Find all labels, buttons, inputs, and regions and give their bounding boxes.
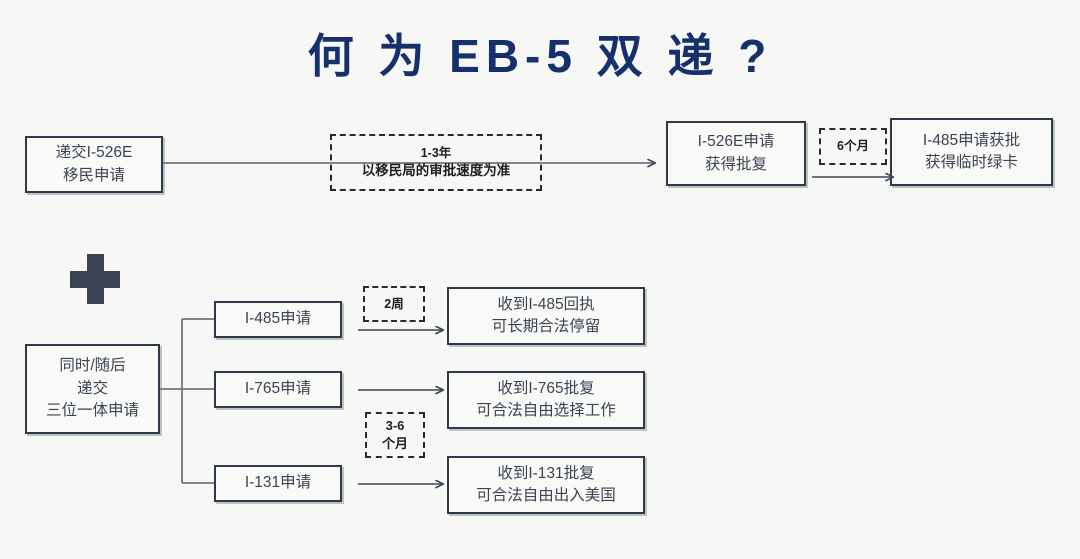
box-line-2: 递交 [76, 379, 108, 397]
note-line-2: 以移民局的审批速度为准 [361, 162, 511, 178]
box-line-1: 收到I-131批复 [497, 464, 595, 482]
plus-vertical-bar [87, 254, 104, 304]
note-processing-duration: 1-3年 以移民局的审批速度为准 [330, 134, 542, 191]
note-two-weeks: 2周 [363, 286, 425, 322]
box-line-1: 同时/随后 [59, 357, 126, 375]
box-line-2: 移民申请 [62, 166, 125, 184]
box-i485-temp-green-card[interactable]: I-485申请获批 获得临时绿卡 [890, 118, 1053, 186]
plus-sign-icon [70, 254, 120, 304]
page-title: 何 为 EB-5 双 递 ? [307, 30, 773, 82]
box-line-1: 递交I-526E [55, 144, 133, 162]
box-line-1: 收到I-765批复 [497, 379, 595, 397]
note-line-1: 3-6 [385, 418, 405, 434]
box-application-i485[interactable]: I-485申请 [214, 301, 342, 338]
box-line-1: 收到I-485回执 [497, 295, 595, 313]
box-submit-i526e[interactable]: 递交I-526E 移民申请 [25, 136, 163, 193]
box-line-2: 可合法自由选择工作 [476, 402, 616, 419]
box-line-1: I-526E申请 [697, 133, 775, 151]
box-concurrent-filing[interactable]: 同时/随后 递交 三位一体申请 [25, 344, 160, 434]
box-line-3: 三位一体申请 [45, 402, 139, 420]
box-line-1: I-765申请 [244, 380, 312, 398]
note-line-1: 1-3年 [420, 145, 452, 160]
note-line-1: 6个月 [837, 139, 869, 154]
box-application-i131[interactable]: I-131申请 [214, 465, 342, 502]
box-line-2: 可长期合法停留 [491, 318, 601, 335]
note-line-1: 2周 [384, 296, 404, 311]
box-line-2: 获得临时绿卡 [924, 154, 1018, 171]
note-three-to-six-months: 3-6 个月 [365, 412, 425, 458]
note-six-months: 6个月 [819, 128, 887, 165]
box-i526e-approved[interactable]: I-526E申请 获得批复 [666, 121, 806, 186]
note-line-2: 个月 [381, 436, 408, 451]
box-line-1: I-131申请 [244, 474, 312, 492]
box-line-2: 获得批复 [704, 155, 767, 173]
box-line-1: I-485申请获批 [922, 131, 1021, 149]
box-result-i485-receipt[interactable]: 收到I-485回执 可长期合法停留 [447, 287, 645, 345]
box-result-i765-approval[interactable]: 收到I-765批复 可合法自由选择工作 [447, 371, 645, 429]
box-result-i131-approval[interactable]: 收到I-131批复 可合法自由出入美国 [447, 456, 645, 514]
box-line-1: I-485申请 [244, 310, 312, 328]
box-line-2: 可合法自由出入美国 [476, 487, 616, 504]
box-application-i765[interactable]: I-765申请 [214, 371, 342, 408]
